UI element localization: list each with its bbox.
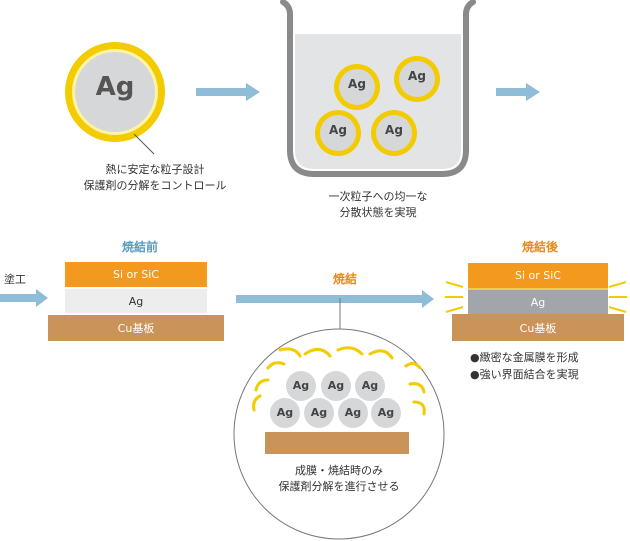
- after-layer-cu: Cu基板: [452, 314, 624, 341]
- arrow-right-1: [196, 83, 260, 101]
- ag-sphere: [321, 371, 351, 401]
- zoom-connector: [339, 298, 341, 332]
- after-bullet-2: ●強い界面結合を実現: [470, 368, 579, 381]
- arrow-right-2: [496, 83, 540, 101]
- zoom-caption-line2: 保護剤分解を進行させる: [278, 480, 400, 493]
- beaker-particle: [315, 110, 361, 156]
- beaker-particle-label: Ag: [329, 123, 347, 137]
- beaker-particle-label: Ag: [348, 77, 366, 91]
- beaker-particle: [394, 56, 440, 102]
- after-title: 焼結後: [521, 240, 558, 254]
- zoom-caption-line1: 成膜・焼結時のみ: [295, 464, 383, 477]
- leader-line: [133, 133, 155, 155]
- heat-arcs: [252, 346, 426, 416]
- after-layer-ag: Ag: [468, 288, 608, 316]
- ag-sphere-label: Ag: [292, 379, 310, 392]
- ag-sphere: [304, 398, 334, 428]
- arrow-sintering: [236, 290, 434, 308]
- ag-sphere-label: Ag: [361, 379, 379, 392]
- zoom-substrate: [265, 432, 409, 454]
- ag-sphere: [270, 398, 300, 428]
- after-bullet-1: ●緻密な金属膜を形成: [470, 351, 579, 364]
- beaker-particle-label: Ag: [408, 69, 426, 83]
- ag-particle-large-label: Ag: [95, 72, 135, 102]
- ag-sphere: [338, 398, 368, 428]
- ag-sphere-label: Ag: [310, 406, 328, 419]
- before-layer-ag: Ag: [65, 289, 207, 313]
- ag-sphere-label: Ag: [377, 406, 395, 419]
- after-layer-top: Si or SiC: [468, 263, 608, 288]
- ag-sphere-label: Ag: [344, 406, 362, 419]
- caption-left-line1: 熱に安定な粒子設計: [105, 163, 205, 176]
- arrow-coating: [0, 289, 48, 307]
- coating-label: 塗工: [4, 273, 26, 286]
- beaker-particle-label: Ag: [385, 123, 403, 137]
- beaker-particle: [371, 110, 417, 156]
- caption-beaker-line2: 分散状態を実現: [339, 206, 417, 219]
- ag-sphere-label: Ag: [276, 406, 294, 419]
- before-title: 焼結前: [121, 240, 158, 254]
- ag-sphere: [355, 371, 385, 401]
- heat-rays-left: [445, 281, 464, 313]
- ag-sphere: [371, 398, 401, 428]
- ag-sphere: [286, 371, 316, 401]
- before-layer-cu: Cu基板: [48, 315, 224, 341]
- beaker-particle: [334, 64, 380, 110]
- caption-beaker-line1: 一次粒子への均一な: [328, 190, 428, 203]
- before-layer-top: Si or SiC: [65, 262, 207, 287]
- heat-rays-right: [608, 281, 627, 313]
- ag-particle-large: [65, 42, 165, 142]
- ag-sphere-label: Ag: [327, 379, 345, 392]
- caption-left-line2: 保護剤の分解をコントロール: [83, 179, 227, 192]
- sintering-label: 焼結: [332, 272, 357, 286]
